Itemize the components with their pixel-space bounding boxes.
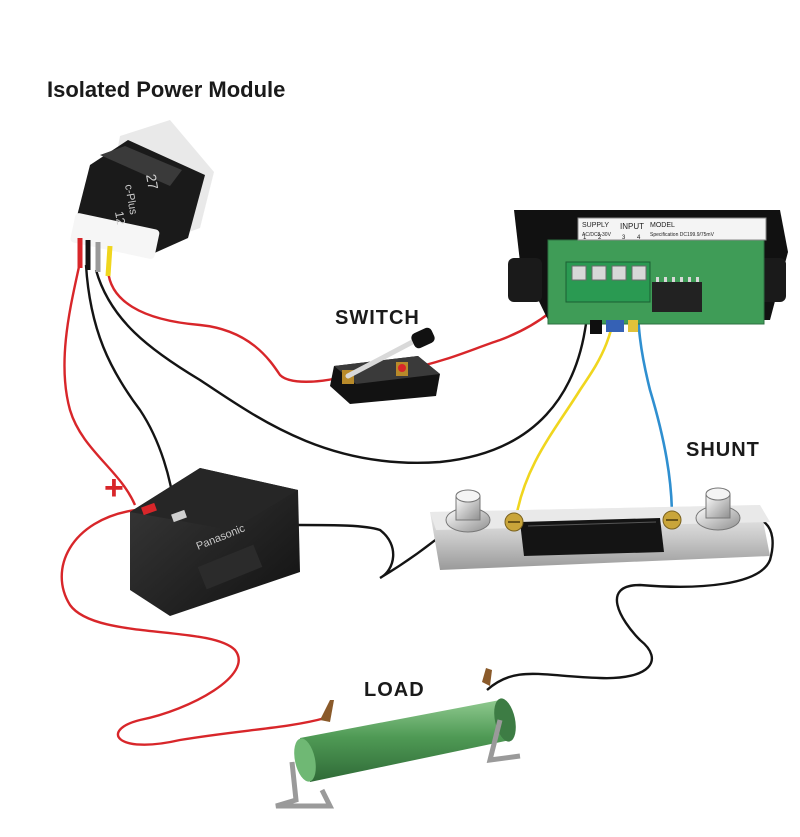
module-voltage-print: 12 <box>112 210 128 226</box>
meter-terminal-2: 2 <box>598 235 602 241</box>
wire-module-black-to-meter <box>94 269 592 465</box>
wire-module-black-to-battery <box>84 264 177 516</box>
meter-input-label: INPUT <box>620 222 644 231</box>
switch-label: SWITCH <box>335 307 420 329</box>
meter-supply-sub: AC/DC8-30V <box>582 232 612 238</box>
wire-module-red-to-battery <box>63 261 137 506</box>
shunt-screw-right <box>662 510 682 530</box>
isolated-power-module: 27 c-Plus 12 <box>70 120 214 277</box>
module-model-print: c-Plus <box>122 183 139 216</box>
meter-spec-text: Specification DC199.9/75mV <box>650 232 715 238</box>
battery: Panasonic <box>130 468 300 616</box>
shunt-bolt-left <box>445 489 491 533</box>
shunt <box>430 487 770 570</box>
meter-model-label: MODEL <box>650 222 675 229</box>
wire-module-to-switch <box>106 269 339 383</box>
shunt-screw-left <box>504 512 524 532</box>
knife-switch <box>330 327 440 404</box>
battery-positive-sign: + <box>104 469 124 507</box>
shunt-bolt-right <box>695 487 741 531</box>
shunt-label: SHUNT <box>686 439 760 461</box>
wire-shunt-to-load <box>486 516 774 691</box>
diagram-title: Isolated Power Module <box>47 77 286 102</box>
load-label: LOAD <box>364 679 425 701</box>
meter-terminal-1: 1 <box>583 235 587 241</box>
wire-battery-to-load <box>60 508 326 746</box>
meter-supply-label: SUPPLY <box>582 222 609 229</box>
meter-terminal-4: 4 <box>637 235 641 241</box>
panel-meter: SUPPLY AC/DC8-30V INPUT MODEL Specificat… <box>508 210 788 334</box>
meter-terminal-3: 3 <box>622 235 626 241</box>
module-rating-print: 27 <box>143 173 161 191</box>
load-resistor <box>275 668 521 809</box>
